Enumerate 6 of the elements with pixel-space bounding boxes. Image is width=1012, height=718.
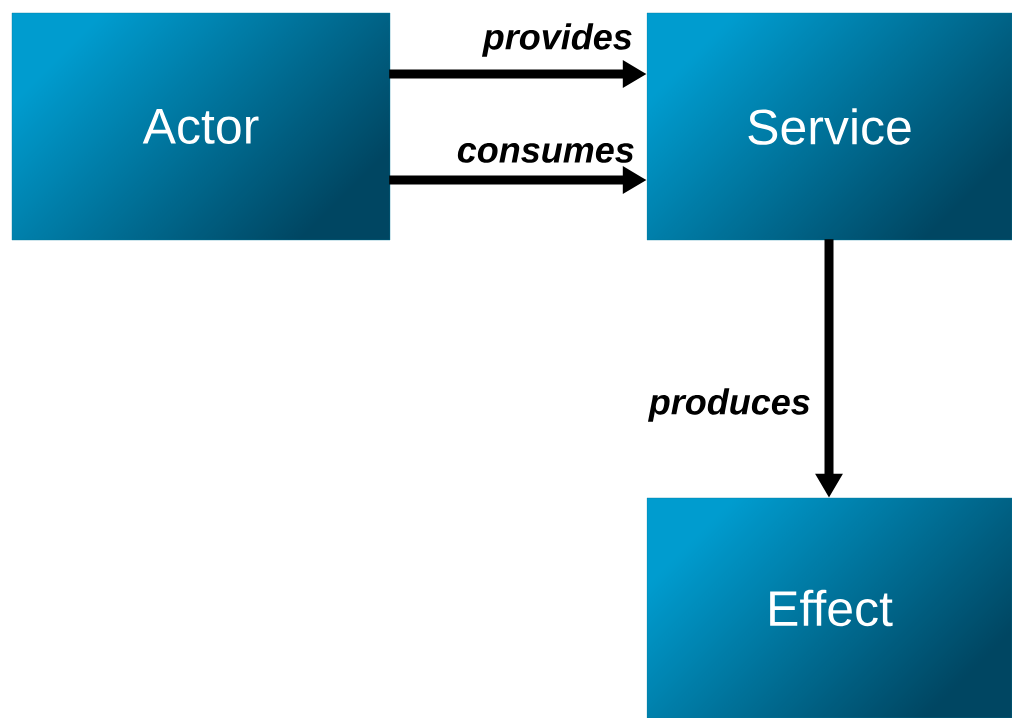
process-box: Actor xyxy=(11,12,391,241)
edge-label: produces xyxy=(648,388,810,422)
edge-label: provides xyxy=(482,23,632,57)
edge-label: consumes xyxy=(457,143,634,163)
process-box: Effect xyxy=(646,497,1012,718)
process-box: Service xyxy=(646,12,1012,241)
